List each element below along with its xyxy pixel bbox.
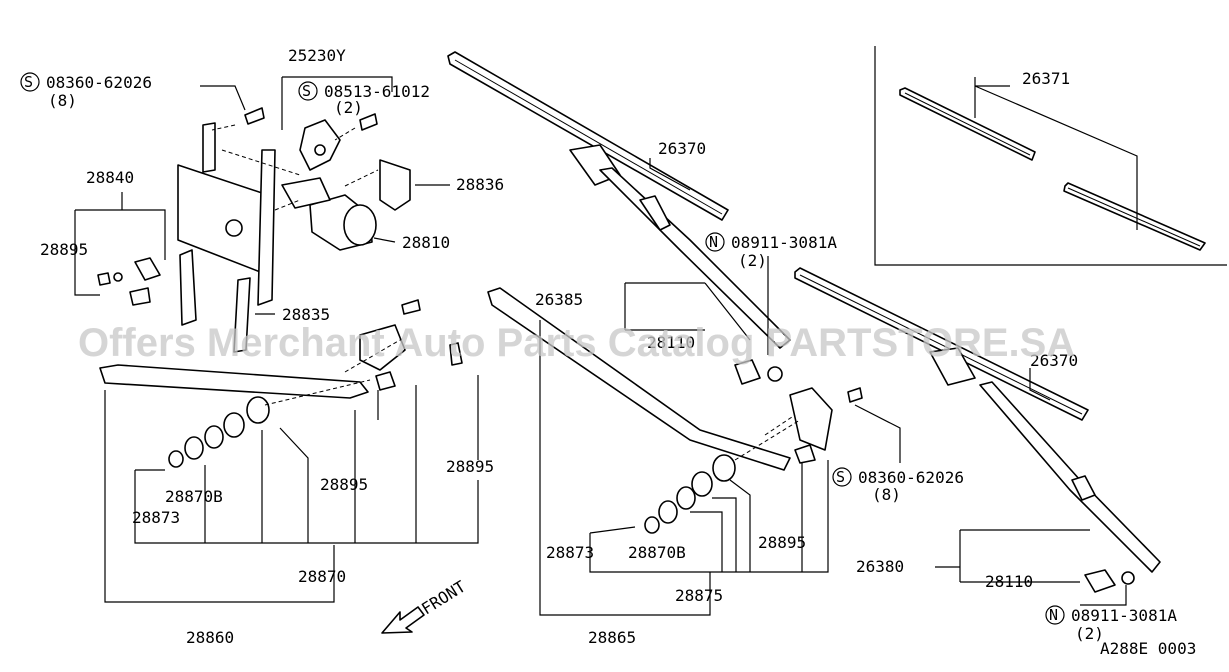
label-28895-left: 28895 bbox=[40, 240, 88, 259]
linkage-right: 28873 28870B 28895 28875 28865 S 08360-6… bbox=[487, 287, 964, 647]
front-arrow: FRONT bbox=[381, 577, 469, 634]
label-28840: 28840 bbox=[86, 168, 134, 187]
label-26380: 26380 bbox=[856, 557, 904, 576]
label-nut-right-qty: (2) bbox=[1075, 624, 1104, 643]
label-28810: 28810 bbox=[402, 233, 450, 252]
label-bolt-top-left: 08360-62026 bbox=[46, 73, 152, 92]
label-28895-right2: 28895 bbox=[758, 533, 806, 552]
label-28870B-right: 28870B bbox=[628, 543, 686, 562]
label-nut-left-qty: (2) bbox=[738, 251, 767, 270]
label-28895-right: 28895 bbox=[446, 457, 494, 476]
wiper-blade-left: 26370 bbox=[447, 51, 729, 221]
inset-refill-box: 26371 bbox=[874, 46, 1227, 266]
front-label: FRONT bbox=[418, 577, 469, 619]
label-28895-mid: 28895 bbox=[320, 475, 368, 494]
blade-refill-right bbox=[1063, 182, 1206, 251]
front-arrow-icon bbox=[381, 606, 425, 634]
nut-prefix-left: N bbox=[709, 233, 718, 251]
label-28870: 28870 bbox=[298, 567, 346, 586]
label-26371: 26371 bbox=[1022, 69, 1070, 88]
label-28873-left: 28873 bbox=[132, 508, 180, 527]
label-28110-right: 28110 bbox=[985, 572, 1033, 591]
label-26370-left: 26370 bbox=[658, 139, 706, 158]
arm-cap-right bbox=[1084, 569, 1116, 593]
label-28835: 28835 bbox=[282, 305, 330, 324]
bolt-motor-prefix: S bbox=[302, 82, 311, 100]
label-26370-right: 26370 bbox=[1030, 351, 1078, 370]
label-bolt-right-qty: (8) bbox=[872, 485, 901, 504]
linkage-rod-right bbox=[487, 287, 791, 471]
arm-cap-left bbox=[734, 359, 761, 385]
label-28870B-left: 28870B bbox=[165, 487, 223, 506]
arm-nut-right bbox=[1121, 571, 1135, 585]
label-bolt-right: 08360-62026 bbox=[858, 468, 964, 487]
bolt-top-left-prefix: S bbox=[24, 73, 33, 91]
bolt-right-prefix: S bbox=[836, 468, 845, 486]
wiper-arm-left: 26385 28110 N 08911-3081A (2) bbox=[535, 167, 837, 385]
diagram-code: A288E 0003 bbox=[1100, 639, 1196, 658]
linkage-rod-left bbox=[99, 364, 369, 399]
label-nut-left: 08911-3081A bbox=[731, 233, 837, 252]
label-28873-right: 28873 bbox=[546, 543, 594, 562]
motor-connector-28836 bbox=[379, 159, 411, 211]
watermark: Offers Merchant Auto Parts Catalog PARTS… bbox=[78, 321, 1075, 365]
wiper-arm-right: 26380 28110 N 08911-3081A (2) bbox=[856, 381, 1177, 643]
bolt-motor bbox=[359, 113, 378, 131]
label-nut-right: 08911-3081A bbox=[1071, 606, 1177, 625]
label-28865: 28865 bbox=[588, 628, 636, 647]
wiper-motor-assembly: 25230Y S 08513-61012 (2) S 08360-62026 (… bbox=[20, 46, 504, 353]
label-bolt-motor: 08513-61012 bbox=[324, 82, 430, 101]
label-28836: 28836 bbox=[456, 175, 504, 194]
arm-nut-left bbox=[767, 366, 783, 382]
label-26385: 26385 bbox=[535, 290, 583, 309]
label-28110-mid: 28110 bbox=[647, 333, 695, 352]
label-bolt-top-left-qty: (8) bbox=[48, 91, 77, 110]
linkage-left: 28873 28870B 28895 28895 28870 28860 bbox=[99, 299, 494, 647]
bolt-top-left bbox=[244, 107, 265, 125]
label-25230Y: 25230Y bbox=[288, 46, 346, 65]
nut-prefix-right: N bbox=[1049, 606, 1058, 624]
wiper-blade-right: 26370 bbox=[794, 267, 1089, 421]
label-28875: 28875 bbox=[675, 586, 723, 605]
label-28860: 28860 bbox=[186, 628, 234, 647]
label-bolt-motor-qty: (2) bbox=[334, 98, 363, 117]
